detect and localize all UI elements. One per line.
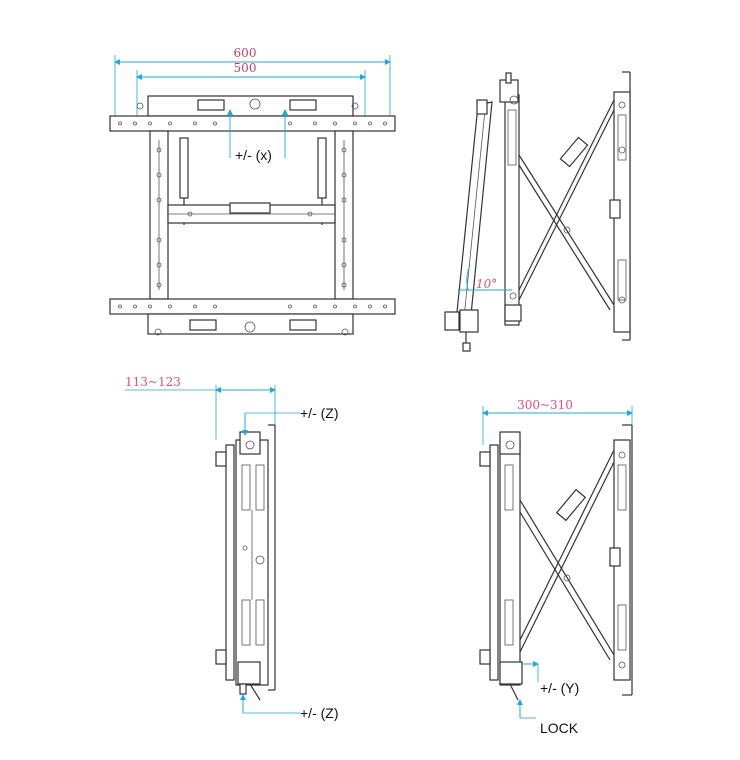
label-lock: LOCK [540, 720, 579, 736]
z-adjust-top-marker: +/- (Z) [242, 405, 339, 436]
lock-marker: LOCK [517, 699, 579, 736]
label-z-bottom: +/- (Z) [300, 705, 339, 721]
dimension-300-310: 300~310 [482, 398, 633, 445]
dimension-600: 600 [114, 46, 391, 118]
dimension-500-text: 500 [234, 61, 257, 75]
side-view-tilt: 10° [444, 71, 631, 352]
dimension-300-310-text: 300~310 [517, 398, 573, 412]
angle-10-text: 10° [476, 277, 497, 291]
x-adjust-marker: +/- (x) [227, 109, 288, 163]
dimension-600-text: 600 [234, 46, 257, 60]
angle-10-marker: 10° [458, 264, 512, 291]
side-view-z: 113~123 +/- [125, 375, 339, 721]
label-z-top: +/- (Z) [300, 405, 339, 421]
dimension-500: 500 [136, 61, 366, 118]
dimension-113-123: 113~123 [125, 375, 276, 440]
label-y-adjust: +/- (Y) [540, 680, 579, 696]
dimension-113-123-text: 113~123 [125, 375, 181, 389]
side-view-extended: 300~310 +/- (Y) [479, 398, 633, 736]
label-x-adjust: +/- (x) [235, 147, 272, 163]
y-adjust-marker: +/- (Y) [522, 661, 579, 696]
front-view: 600 500 [109, 46, 396, 336]
z-adjust-bottom-marker: +/- (Z) [240, 694, 339, 721]
